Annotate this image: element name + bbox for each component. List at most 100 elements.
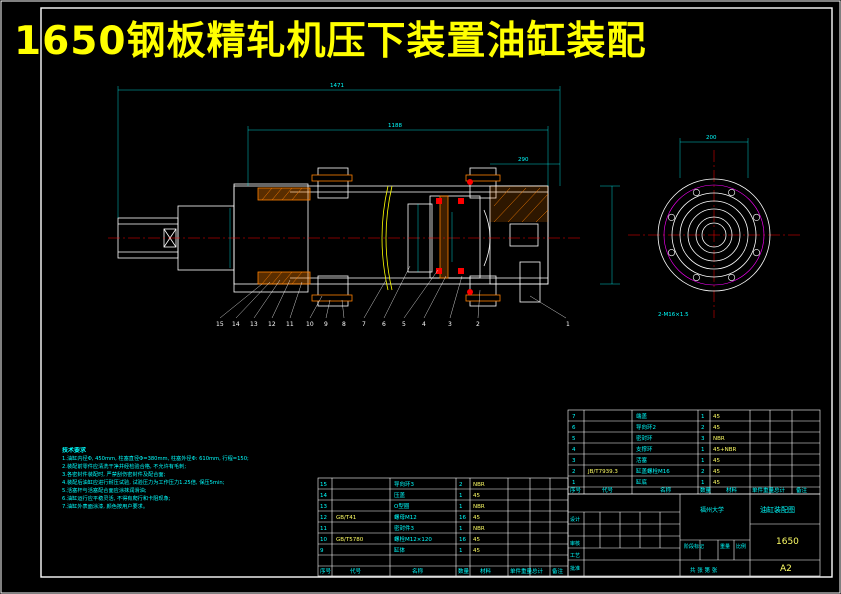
svg-text:名称: 名称 [412, 567, 424, 575]
svg-text:15: 15 [216, 321, 224, 328]
hatch-lines [261, 187, 549, 285]
part-name: 端盖 [636, 412, 648, 420]
part-no: 2 [572, 469, 576, 475]
balloon-numbers: 15 14 13 12 11 10 9 8 7 6 5 4 3 2 1 [216, 321, 570, 328]
part-mat: 45 [713, 469, 720, 475]
part-name: O型圈 [394, 502, 410, 510]
svg-text:2: 2 [476, 321, 480, 328]
svg-text:备注: 备注 [796, 486, 808, 494]
svg-text:材料: 材料 [726, 486, 738, 494]
part-no: 13 [320, 504, 327, 510]
front-flange-top [317, 167, 349, 199]
svg-text:8: 8 [342, 321, 346, 328]
end-view-bolt-holes [667, 189, 760, 281]
note-line: 6.油缸运行应平稳灵活, 不得有爬行和卡阻现象; [62, 496, 171, 502]
svg-text:单件重量: 单件重量 [510, 567, 533, 575]
part-name: 螺栓M12×120 [394, 535, 432, 543]
part-mat: 45 [473, 537, 480, 543]
part-mat: 45 [473, 548, 480, 554]
drawing-name: 油缸装配图 [760, 505, 795, 514]
parts-table-right [567, 409, 821, 495]
part-no: 6 [572, 425, 576, 431]
drawing-title: 1650钢板精轧机压下装置油缸装配 [14, 19, 647, 64]
end-view-outer [657, 178, 771, 292]
part-name: 密封环 [636, 434, 653, 442]
part-no: 11 [320, 526, 327, 532]
bolt-hole [752, 213, 760, 221]
svg-text:审核: 审核 [570, 540, 580, 547]
piston-head [429, 195, 481, 279]
note-line: 5.活塞杆与活塞配合面应涂抹润滑油; [62, 488, 147, 494]
svg-text:批准: 批准 [570, 565, 580, 572]
inner-frame [40, 7, 833, 578]
part-qty: 3 [701, 436, 705, 442]
rear-flange-bottom [469, 275, 497, 307]
svg-text:数量: 数量 [458, 567, 470, 575]
part-name: 缸底 [636, 478, 648, 486]
part-qty: 1 [701, 414, 705, 420]
table-headers-left: 序号 代号 名称 数量 材料 单件重量 总计 备注 [320, 567, 564, 575]
part-qty: 2 [459, 482, 463, 488]
bolt-hole [752, 249, 760, 257]
bolt-hole [728, 273, 736, 281]
bolt-hole [728, 189, 736, 197]
svg-text:重量: 重量 [720, 543, 730, 550]
part-code: GB/T41 [336, 515, 356, 521]
part-qty: 1 [459, 504, 463, 510]
part-name: 导向环3 [394, 480, 415, 488]
bolt-hole [692, 273, 700, 281]
part-mat: 45 [713, 458, 720, 464]
part-mat: NBR [713, 436, 725, 442]
part-code: GB/T5780 [336, 537, 364, 543]
svg-text:5: 5 [402, 321, 406, 328]
part-mat: 45 [473, 515, 480, 521]
part-qty: 1 [459, 548, 463, 554]
title-block [567, 493, 821, 577]
part-name: 支撑环 [636, 445, 653, 453]
svg-text:序号: 序号 [570, 486, 582, 494]
part-mat: NBR [473, 504, 485, 510]
bolt-hole [667, 213, 675, 221]
svg-text:3: 3 [448, 321, 452, 328]
svg-text:7: 7 [362, 321, 366, 328]
svg-text:材料: 材料 [480, 567, 492, 575]
bolt-hole [667, 249, 675, 257]
part-no: 9 [320, 548, 324, 554]
svg-text:备注: 备注 [552, 567, 564, 575]
dim-port-thread: 2-M16×1.5 [658, 312, 689, 318]
svg-text:比例: 比例 [736, 543, 746, 550]
svg-text:工艺: 工艺 [570, 553, 580, 559]
dim-cap-length: 290 [518, 157, 529, 163]
leader-lines [219, 265, 567, 319]
note-line: 4.装配后油缸应进行耐压试验, 试验压力为工作压力1.25倍, 保压5min; [62, 480, 225, 486]
dim-overall-length: 1471 [330, 83, 344, 89]
part-no: 10 [320, 537, 327, 543]
part-mat: 45 [713, 425, 720, 431]
part-name: 缸体 [394, 546, 406, 554]
section-marker [381, 185, 393, 291]
svg-text:共 张 第 张: 共 张 第 张 [690, 566, 718, 574]
svg-text:1: 1 [566, 321, 570, 328]
part-name: 缸盖螺栓M16 [636, 467, 670, 475]
part-qty: 16 [459, 515, 466, 521]
centerlines [108, 150, 800, 318]
notes-heading: 技术要求 [62, 447, 87, 454]
sheet-size: A2 [780, 564, 792, 574]
dimension-lines [117, 86, 749, 285]
svg-text:名称: 名称 [660, 486, 672, 494]
part-name: 密封件3 [394, 524, 415, 532]
front-flange-bottom [317, 275, 349, 307]
part-no: 15 [320, 482, 327, 488]
svg-text:10: 10 [306, 321, 314, 328]
end-view [657, 178, 771, 292]
part-name: 压盖 [394, 491, 406, 499]
part-name: 螺母M12 [394, 513, 417, 521]
part-code: JB/T7939.3 [587, 469, 618, 475]
part-qty: 1 [459, 493, 463, 499]
cylinder-section [117, 167, 549, 307]
part-name: 活塞 [636, 456, 648, 464]
part-qty: 16 [459, 537, 466, 543]
